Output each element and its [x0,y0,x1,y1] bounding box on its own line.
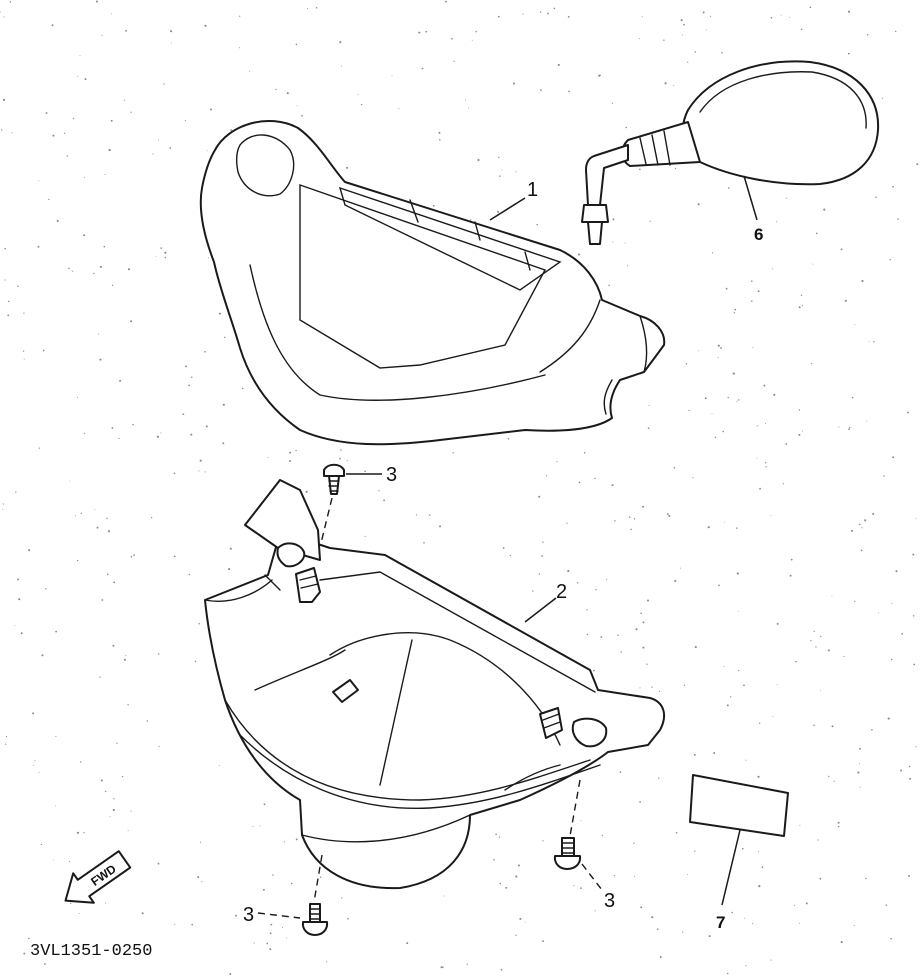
fwd-arrow-icon: FWD [64,850,132,904]
callout-6: 6 [754,225,763,244]
upper-handle-cover [199,120,666,446]
callout-3-left: 3 [243,904,254,926]
callout-7: 7 [716,913,725,932]
screw-top [323,463,345,495]
screw-left-dashline [313,854,323,903]
leader-2 [524,597,557,623]
leader-3-left [257,912,301,919]
screw-left [301,903,329,936]
callout-3-right: 3 [604,890,615,912]
callout-3-top: 3 [386,464,397,486]
leader-3-right [581,863,603,891]
leader-1 [489,197,526,221]
screw-top-dashline [311,497,333,581]
lower-handle-cover [204,479,666,890]
mirror [581,60,880,245]
screw-right [553,837,582,870]
drawing-code: 3VL1351-0250 [30,942,152,961]
screw-right-dashline [569,779,581,837]
leader-7 [721,829,741,906]
callout-2: 2 [556,581,567,603]
leader-6 [743,175,758,221]
label-plate [689,774,789,837]
callout-1: 1 [527,179,538,201]
